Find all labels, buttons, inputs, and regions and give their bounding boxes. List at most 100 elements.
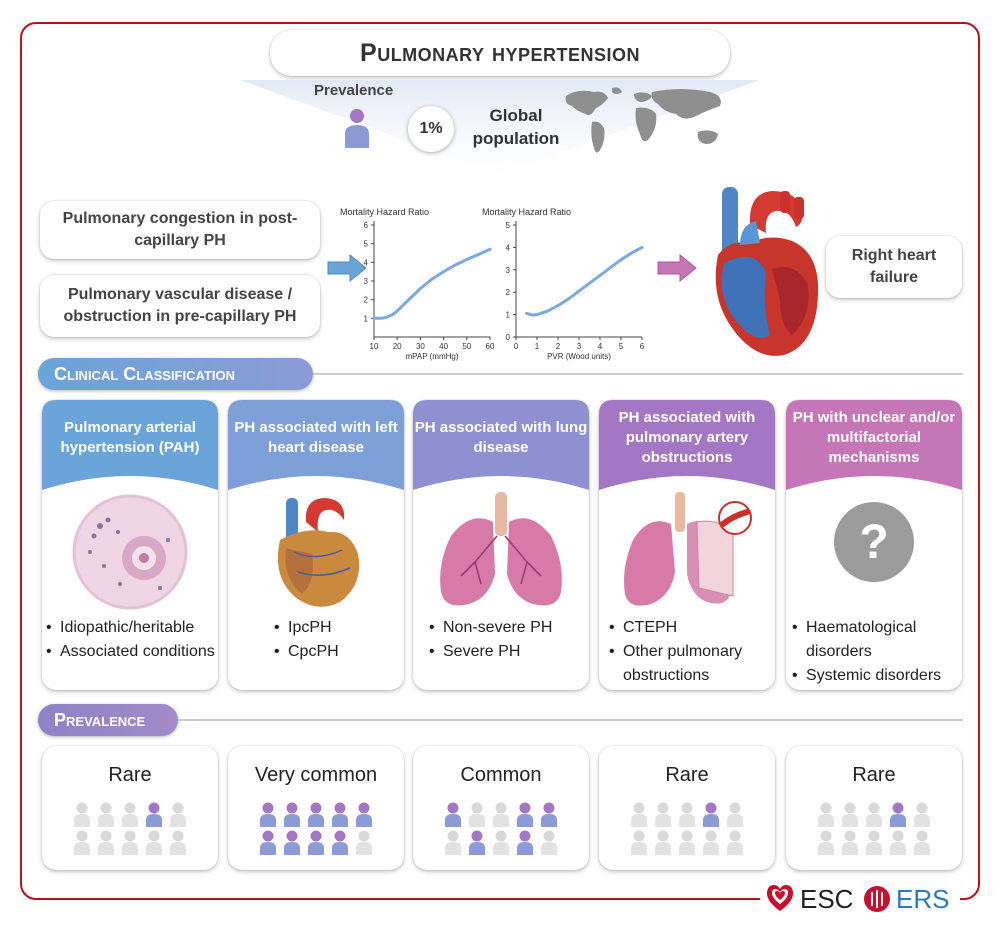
person-head xyxy=(148,802,160,814)
person-head xyxy=(358,802,370,814)
person-head xyxy=(844,830,856,842)
person-icon-inactive xyxy=(469,802,485,827)
person-body xyxy=(866,842,882,855)
person-body xyxy=(122,814,138,827)
group-3-header-bg xyxy=(413,400,589,490)
x-tick-label: 6 xyxy=(640,342,645,351)
prevalence-level: Common xyxy=(460,764,542,786)
y-tick-label: 1 xyxy=(506,311,511,320)
bullet-item: IpcPH xyxy=(274,616,444,640)
x-axis-label: mPAP (mmHg) xyxy=(405,352,458,361)
person-icon-inactive xyxy=(655,830,671,855)
person-body xyxy=(146,842,162,855)
person-head xyxy=(916,830,928,842)
person-body xyxy=(818,842,834,855)
bullet-item: Other pulmonary obstructions xyxy=(609,640,779,688)
person-head xyxy=(681,802,693,814)
y-tick-label: 1 xyxy=(364,314,369,323)
person-head xyxy=(633,830,645,842)
person-icon xyxy=(345,109,369,148)
person-head xyxy=(495,802,507,814)
person-head xyxy=(471,802,483,814)
section-divider xyxy=(178,719,963,721)
person-head xyxy=(916,802,928,814)
person-body xyxy=(260,842,276,855)
person-head xyxy=(495,830,507,842)
bullet-item: Idiopathic/heritable xyxy=(46,616,216,640)
person-body xyxy=(98,814,114,827)
group-4-card: PH associated with pulmonary artery obst… xyxy=(599,400,775,690)
person-icon-inactive xyxy=(170,802,186,827)
person-head xyxy=(543,830,555,842)
person-head xyxy=(633,802,645,814)
person-icon-active xyxy=(332,802,348,827)
person-icon-active xyxy=(308,802,324,827)
person-head xyxy=(868,830,880,842)
person-head xyxy=(729,802,741,814)
histology-icon xyxy=(72,494,188,610)
prevalence-level: Rare xyxy=(665,764,709,786)
person-icon-inactive xyxy=(914,830,930,855)
person-head xyxy=(100,802,112,814)
post-capillary-box: Pulmonary congestion in post-capillary P… xyxy=(40,201,320,259)
page-title: Pulmonary hypertension xyxy=(360,38,640,67)
person-head xyxy=(657,802,669,814)
bullet-item: CTEPH xyxy=(609,616,779,640)
ers-logo-icon xyxy=(864,886,890,912)
group-3-bullets: Non-severe PH Severe PH xyxy=(429,616,599,664)
prevalence-header: Prevalence xyxy=(38,704,178,736)
person-body xyxy=(170,814,186,827)
person-icon-active xyxy=(146,802,162,827)
person-icon-active xyxy=(308,830,324,855)
y-tick-label: 4 xyxy=(364,258,369,267)
person-head xyxy=(148,830,160,842)
person-body xyxy=(631,814,647,827)
person-body xyxy=(260,814,276,827)
person-head xyxy=(543,802,555,814)
person-icon-inactive xyxy=(98,830,114,855)
svg-text:?: ? xyxy=(859,516,888,569)
person-body xyxy=(842,842,858,855)
person-body xyxy=(493,814,509,827)
person-icon-inactive xyxy=(356,830,372,855)
chart-title: Mortality Hazard Ratio xyxy=(340,207,429,217)
prevalence-card-5: Rare xyxy=(786,746,962,870)
person-icon-inactive xyxy=(493,802,509,827)
y-tick-label: 6 xyxy=(364,221,369,230)
bullet-item: Systemic disorders xyxy=(792,664,962,688)
y-tick-label: 2 xyxy=(506,288,511,297)
esc-heart-logo-icon xyxy=(766,885,794,911)
x-tick-label: 40 xyxy=(439,342,448,351)
person-icon-active xyxy=(469,830,485,855)
person-head xyxy=(681,830,693,842)
person-body xyxy=(655,814,671,827)
prevalence-people-grid xyxy=(631,802,743,855)
person-head xyxy=(657,830,669,842)
x-tick-label: 20 xyxy=(393,342,402,351)
person-icon-active xyxy=(541,802,557,827)
person-body xyxy=(332,842,348,855)
group-1-bullets: Idiopathic/heritable Associated conditio… xyxy=(46,616,216,664)
person-icon-inactive xyxy=(679,830,695,855)
right-heart-failure-box: Right heart failure xyxy=(826,236,962,298)
person-icon-inactive xyxy=(146,830,162,855)
series-line xyxy=(525,245,644,317)
person-head xyxy=(358,830,370,842)
person-body xyxy=(679,842,695,855)
person-icon-active xyxy=(284,830,300,855)
person-body xyxy=(517,814,533,827)
person-body xyxy=(890,814,906,827)
person-head xyxy=(820,802,832,814)
person-head xyxy=(705,830,717,842)
person-head xyxy=(262,830,274,842)
person-icon-inactive xyxy=(818,802,834,827)
group-1-card: Pulmonary arterial hypertension (PAH) Id… xyxy=(42,400,218,690)
person-head xyxy=(447,830,459,842)
global-population-text: Global population xyxy=(472,106,560,148)
group-4-header-bg xyxy=(599,400,775,490)
person-body xyxy=(890,842,906,855)
prevalence-level: Rare xyxy=(852,764,896,786)
x-tick-label: 3 xyxy=(577,342,582,351)
person-icon-inactive xyxy=(727,830,743,855)
person-icon-inactive xyxy=(445,830,461,855)
